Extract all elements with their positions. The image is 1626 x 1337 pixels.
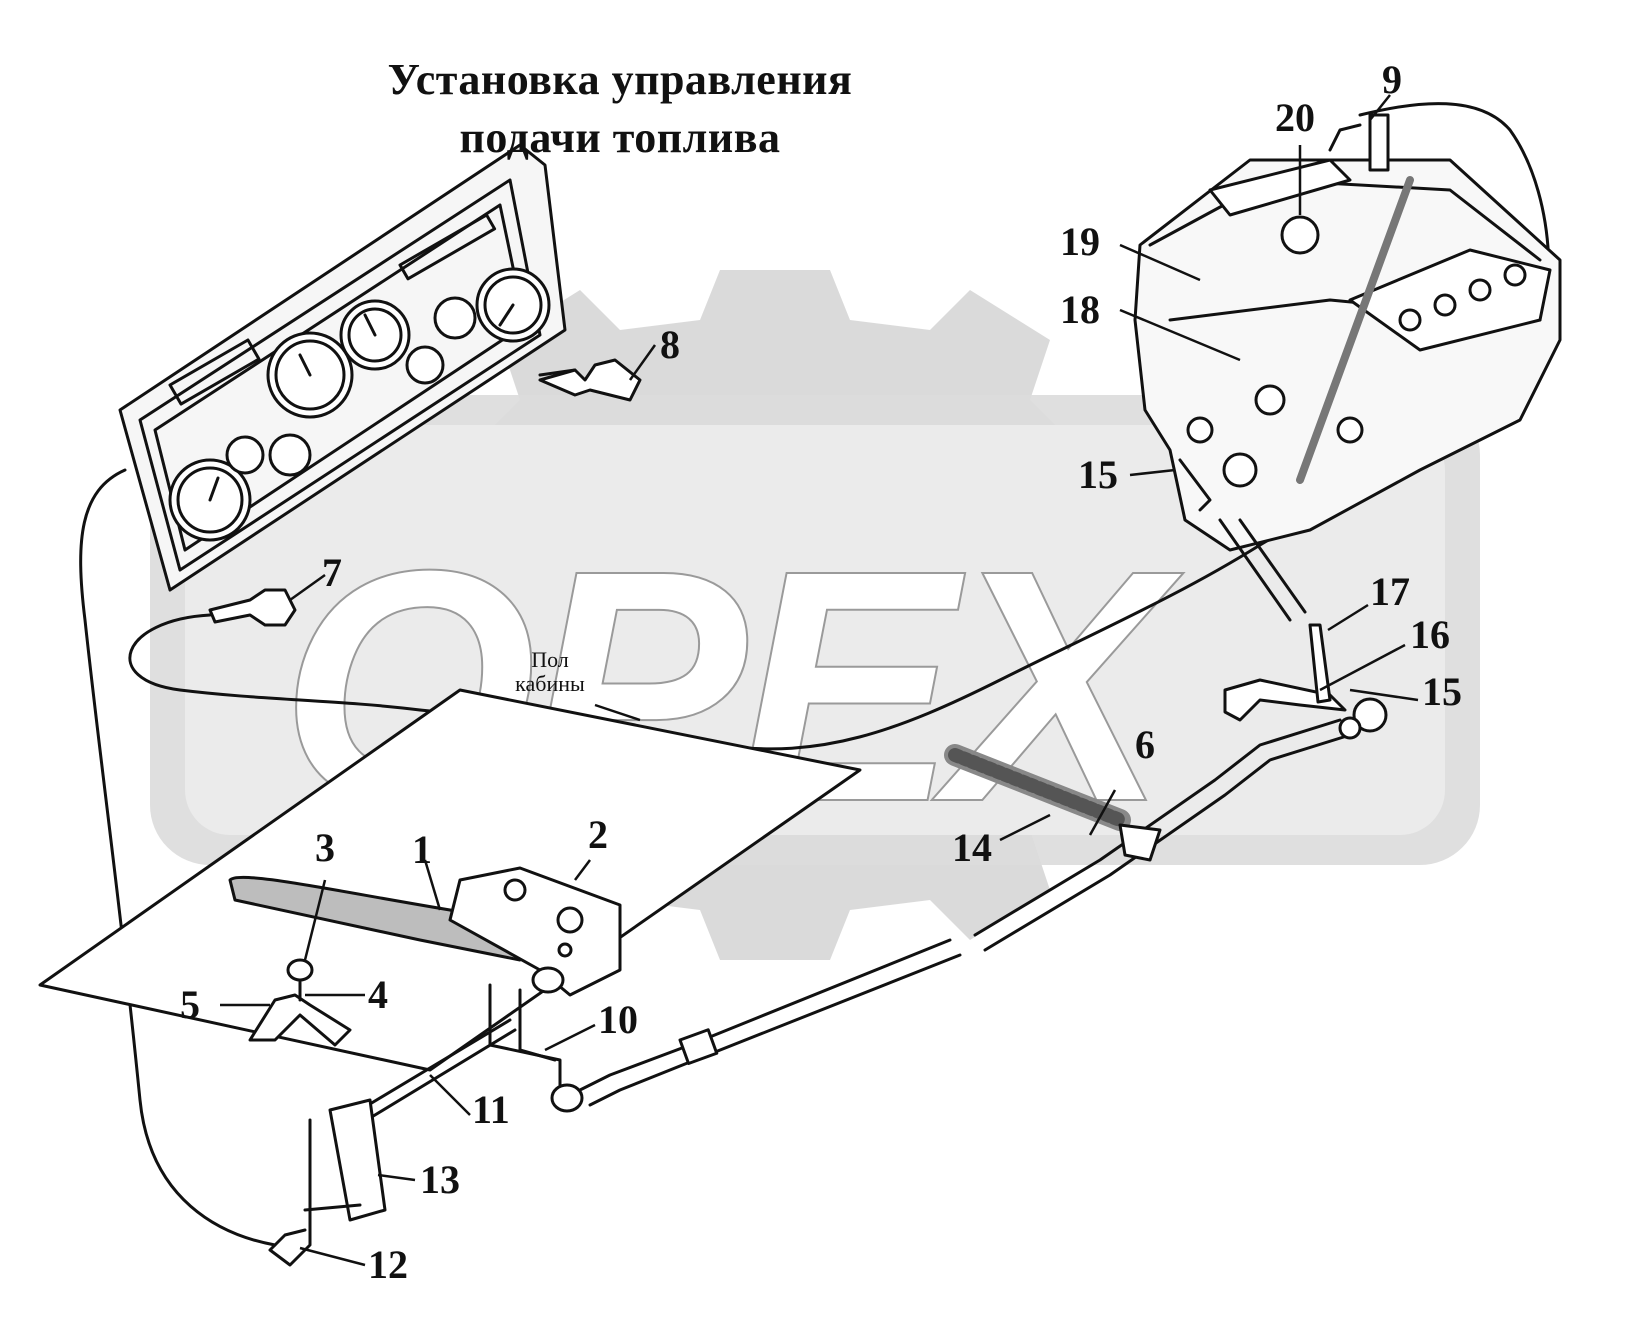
leader-18	[1119, 308, 1241, 362]
callout-9: 9	[1382, 57, 1402, 102]
leader-19	[1119, 243, 1201, 282]
leader-2	[574, 859, 591, 881]
cable-left	[79, 468, 277, 1247]
floor-note: Пол кабины	[500, 647, 600, 697]
callout-13: 13	[420, 1157, 460, 1202]
diagram-title-line2: подачи топлива	[459, 113, 781, 162]
leader-17	[1327, 603, 1369, 632]
callout-7: 7	[322, 550, 342, 595]
callout-8: 8	[660, 322, 680, 367]
return-spring	[944, 744, 1162, 862]
callout-3: 3	[315, 825, 335, 870]
leader-9	[1369, 94, 1391, 121]
callout-11: 11	[472, 1087, 510, 1132]
gauge-small-4	[433, 296, 477, 340]
callout-2: 2	[588, 812, 608, 857]
callout-1: 1	[412, 827, 432, 872]
leader-floor	[594, 703, 641, 722]
callout-15-pump: 15	[1078, 452, 1118, 497]
callout-16: 16	[1410, 612, 1450, 657]
fuel-pump-assembly	[1133, 113, 1562, 622]
callout-5: 5	[180, 982, 200, 1027]
control-rod	[578, 718, 1352, 1107]
bracket-13	[268, 1098, 387, 1267]
callout-15-linkage: 15	[1422, 669, 1462, 714]
diagram-title-line1: Установка управления	[387, 55, 853, 104]
leader-6	[1088, 789, 1117, 836]
control-knob-8	[538, 358, 642, 402]
gauge-small-2	[268, 433, 312, 477]
callout-6: 6	[1135, 722, 1155, 767]
instrument-panel	[118, 143, 567, 592]
callout-10: 10	[598, 997, 638, 1042]
accelerator-pedal	[228, 866, 622, 997]
callout-20: 20	[1275, 95, 1315, 140]
leader-16	[1319, 643, 1406, 692]
leader-15a	[1129, 468, 1176, 477]
pedal-shaft	[358, 983, 584, 1120]
leader-8	[628, 344, 657, 381]
gauge-small-1	[225, 435, 265, 475]
leader-12	[299, 1246, 366, 1267]
callout-18: 18	[1060, 287, 1100, 332]
leader-13	[377, 1173, 416, 1182]
callout-12: 12	[368, 1242, 408, 1287]
cabin-floor	[38, 688, 862, 1072]
leader-3	[303, 879, 327, 961]
callout-14: 14	[952, 825, 992, 870]
leader-lines	[220, 94, 1419, 1267]
floor-note-line2: кабины	[515, 671, 585, 697]
linkage-lever	[1223, 623, 1388, 740]
control-knob-7	[208, 588, 297, 627]
gauge-small-3	[405, 345, 445, 385]
pedal-stop	[248, 958, 352, 1047]
leader-1	[423, 859, 442, 911]
callout-17: 17	[1370, 569, 1410, 614]
leader-7	[289, 573, 326, 602]
cable-7	[128, 613, 422, 712]
callout-4: 4	[368, 972, 388, 1017]
callout-19: 19	[1060, 219, 1100, 264]
leader-15b	[1349, 688, 1419, 702]
floor-note-line1: Пол	[531, 647, 569, 672]
leader-14	[999, 813, 1051, 842]
leader-10	[544, 1023, 596, 1052]
leader-11	[429, 1074, 471, 1116]
